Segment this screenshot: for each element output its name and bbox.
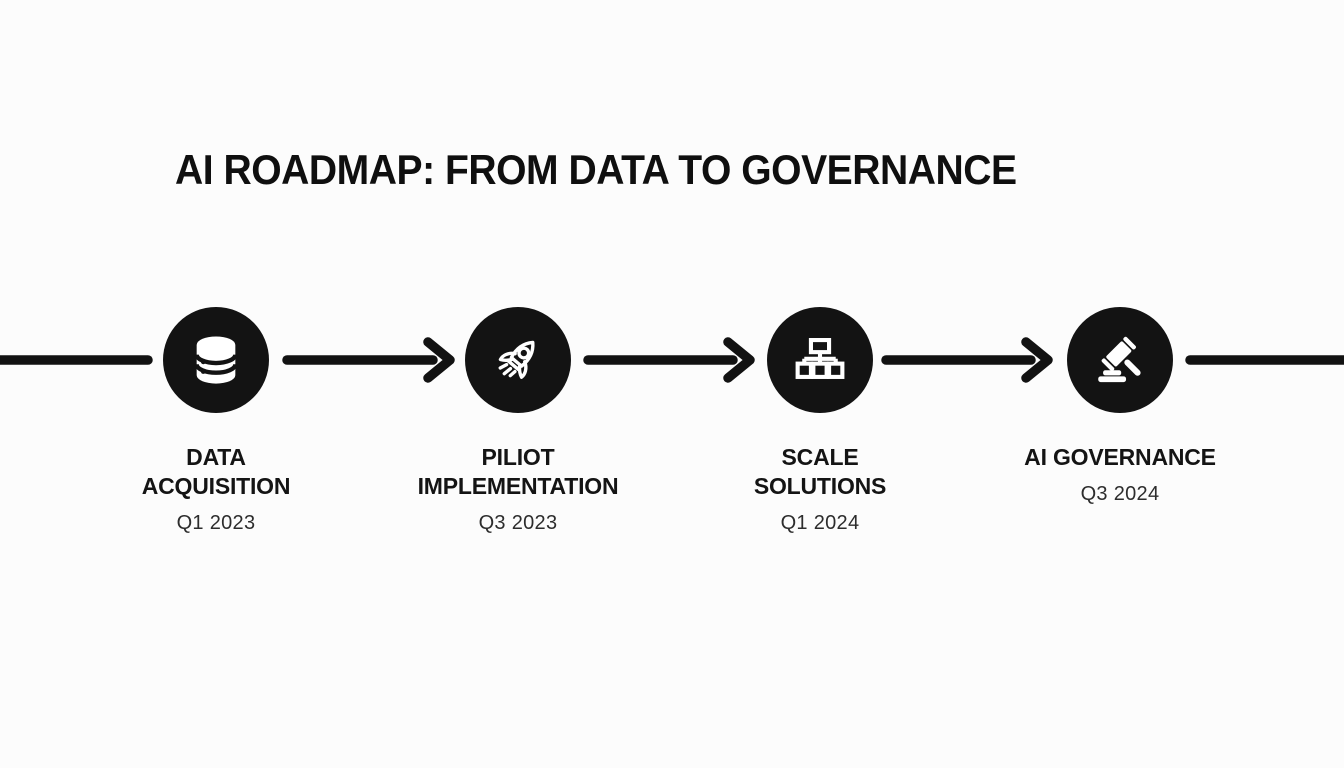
milestone-data-acquisition: DATA ACQUISITION Q1 2023 xyxy=(56,307,376,535)
page-title: AI ROADMAP: FROM DATA TO GOVERNANCE xyxy=(175,146,1017,193)
milestone-date: Q1 2023 xyxy=(176,512,256,535)
milestone-date: Q1 2024 xyxy=(780,512,860,535)
milestone-date: Q3 2023 xyxy=(478,512,558,535)
milestone-label: DATA ACQUISITION xyxy=(141,444,291,500)
database-icon xyxy=(194,336,238,384)
timeline-line xyxy=(0,337,1344,383)
milestone-circle xyxy=(465,307,571,413)
milestone-pilot-implementation: PILIOT IMPLEMENTATION Q3 2023 xyxy=(358,307,678,535)
arrow-right-icon xyxy=(723,337,755,383)
milestone-circle xyxy=(1067,307,1173,413)
gavel-icon xyxy=(1098,336,1141,383)
milestone-label: AI GOVERNANCE xyxy=(1024,444,1216,470)
arrow-right-icon xyxy=(423,337,455,383)
milestone-circle xyxy=(767,307,873,413)
arrow-right-icon xyxy=(1021,337,1053,383)
milestone-label: SCALE SOLUTIONS xyxy=(753,444,887,500)
hierarchy-icon xyxy=(795,338,845,379)
milestone-scale-solutions: SCALE SOLUTIONS Q1 2024 xyxy=(660,307,980,535)
milestone-label: PILIOT IMPLEMENTATION xyxy=(417,444,619,500)
milestone-circle xyxy=(163,307,269,413)
milestone-ai-governance: AI GOVERNANCE Q3 2024 xyxy=(960,307,1280,506)
milestone-date: Q3 2024 xyxy=(1080,483,1160,506)
rocket-icon xyxy=(498,340,535,379)
